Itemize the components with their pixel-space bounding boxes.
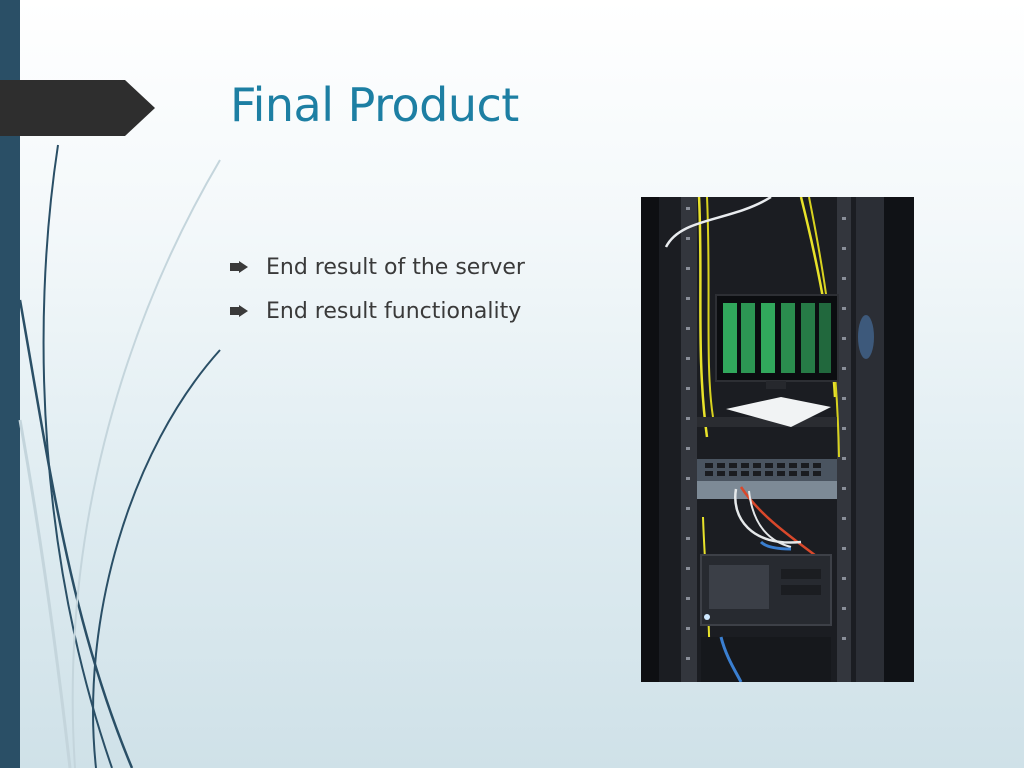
left-accent-bar (0, 0, 20, 768)
title-tab-arrow (0, 80, 155, 136)
slide-title: Final Product (230, 78, 519, 132)
arrow-right-icon (230, 261, 248, 273)
bullet-text: End result functionality (266, 298, 522, 324)
arrow-right-icon (230, 305, 248, 317)
bullet-item: End result functionality (230, 289, 525, 333)
bullet-item: End result of the server (230, 245, 525, 289)
bullet-text: End result of the server (266, 254, 525, 280)
server-rack-photo (641, 197, 914, 682)
bullet-list: End result of the server End result func… (230, 245, 525, 333)
decorative-swoosh-lines (18, 144, 221, 768)
